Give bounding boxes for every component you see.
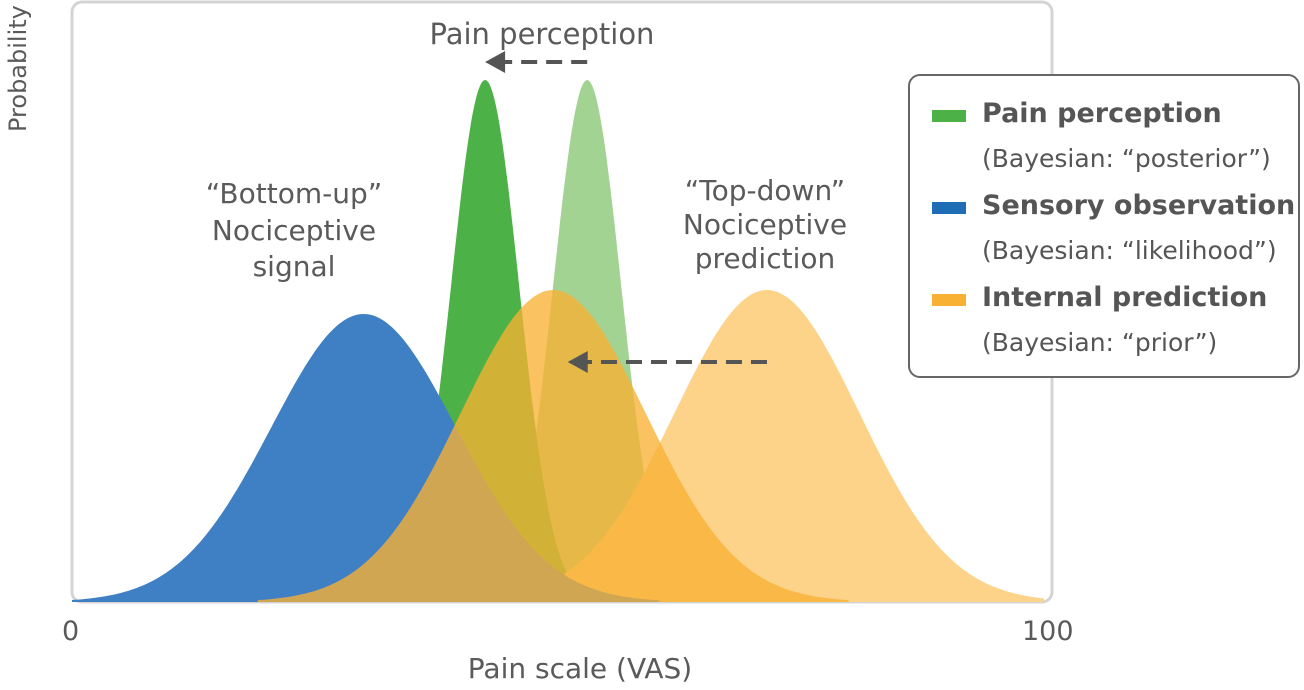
legend-sub: (Bayesian: “prior”) xyxy=(982,328,1218,357)
x-tick-min: 0 xyxy=(62,616,80,647)
legend-name: Internal prediction xyxy=(982,282,1268,313)
top-down-label-line2: Nociceptive xyxy=(682,208,848,241)
legend-name: Pain perception xyxy=(982,98,1222,129)
pain-perception-annotation: Pain perception xyxy=(429,17,655,51)
legend-name: Sensory observation xyxy=(982,190,1296,221)
x-tick-max: 100 xyxy=(1022,616,1074,647)
top-down-label-line1: “Top-down” xyxy=(684,174,846,207)
legend-swatch-likelihood xyxy=(932,202,966,214)
legend: Pain perception (Bayesian: “posterior”) … xyxy=(908,74,1300,378)
bottom-up-label-line3: signal xyxy=(252,250,336,283)
shift-arrow-1-head xyxy=(485,51,506,73)
bottom-up-label-line2: Nociceptive xyxy=(211,214,377,247)
x-axis-label: Pain scale (VAS) xyxy=(467,652,693,685)
top-down-label-line3: prediction xyxy=(694,242,836,275)
legend-sub: (Bayesian: “posterior”) xyxy=(982,144,1271,173)
legend-sub: (Bayesian: “likelihood”) xyxy=(982,236,1277,265)
y-axis-label: Probability xyxy=(4,5,32,132)
bottom-up-label-line1: “Bottom-up” xyxy=(205,177,383,210)
legend-swatch-prior xyxy=(932,294,966,306)
curve-prior xyxy=(257,290,849,602)
legend-swatch-posterior xyxy=(932,110,966,122)
shift-arrow-2-head xyxy=(567,351,588,373)
